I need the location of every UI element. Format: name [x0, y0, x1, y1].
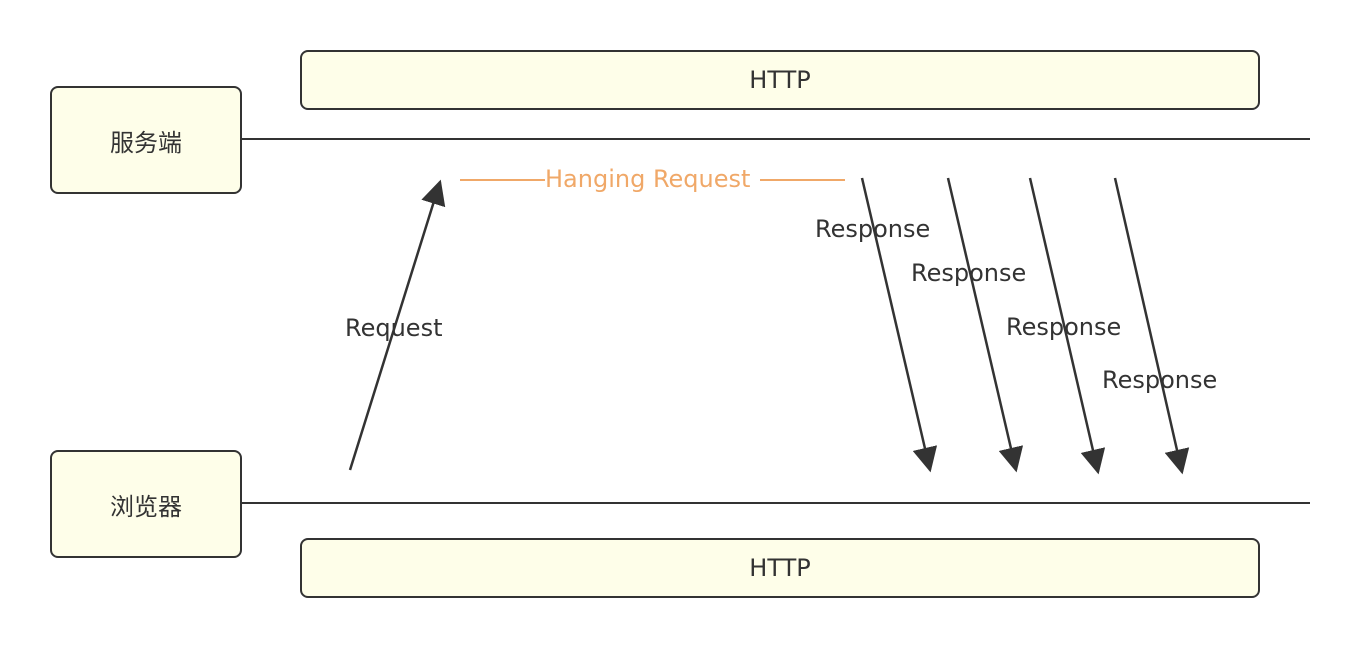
http-label-bottom: HTTP [749, 554, 811, 582]
http-bar-top: HTTP [300, 50, 1260, 110]
server-node: 服务端 [50, 86, 242, 194]
http-bar-bottom: HTTP [300, 538, 1260, 598]
browser-node: 浏览器 [50, 450, 242, 558]
request-arrow [348, 179, 446, 471]
server-label: 服务端 [110, 128, 182, 157]
response-arrow-1 [860, 177, 938, 473]
request-label: Request [345, 314, 443, 342]
response-arrow-3 [1028, 177, 1106, 475]
response-arrow-2 [946, 177, 1024, 473]
browser-label: 浏览器 [110, 492, 182, 521]
http-label-top: HTTP [749, 66, 811, 94]
response-label-1: Response [815, 215, 931, 243]
response-label-2: Response [911, 259, 1027, 287]
response-label-3: Response [1006, 313, 1122, 341]
hanging-request-label: Hanging Request [545, 165, 751, 193]
response-label-4: Response [1102, 366, 1218, 394]
response-arrow-4 [1113, 177, 1190, 475]
